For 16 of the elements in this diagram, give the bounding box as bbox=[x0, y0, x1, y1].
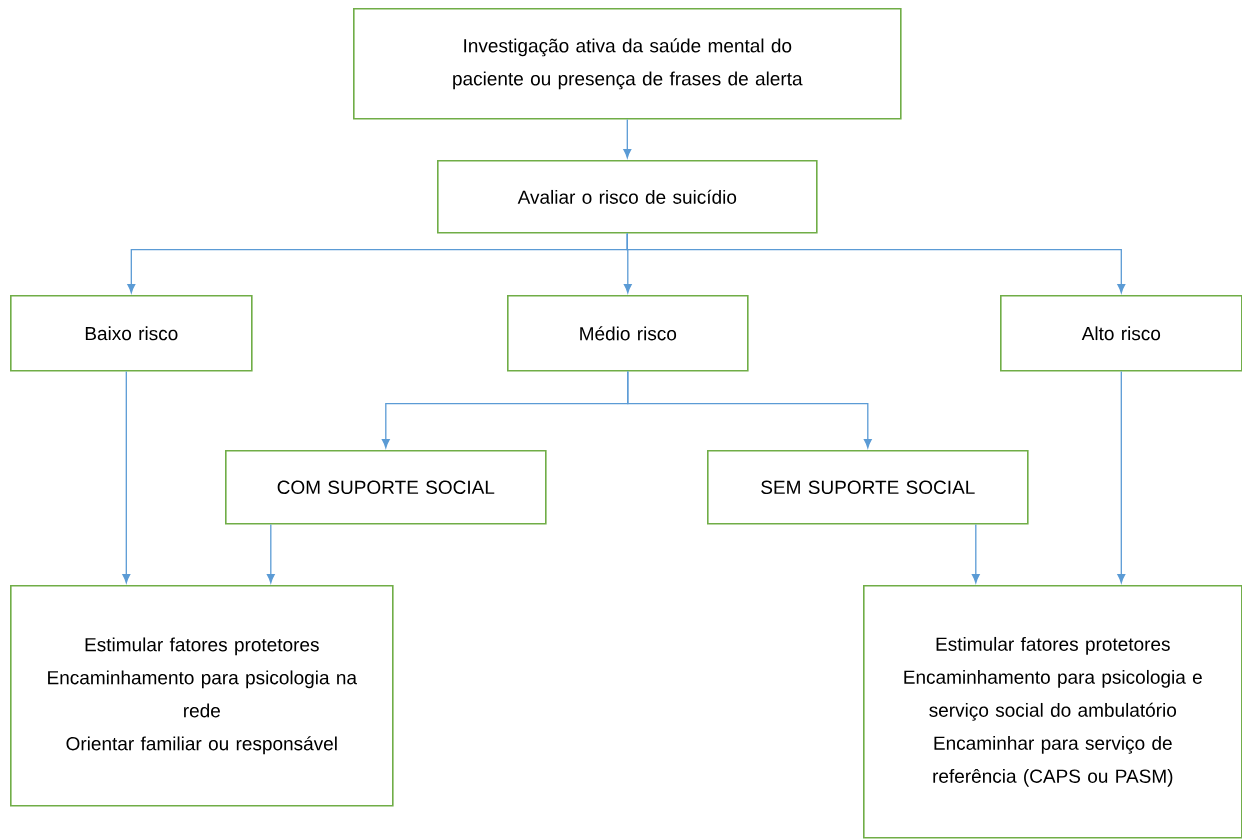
process-box: Estimular fatores protetores Encaminhamento para psicologia na rede Orientar familiar ou responsável bbox=[10, 585, 394, 807]
arrow bbox=[971, 523, 980, 584]
process-box: SEM SUPORTE SOCIAL bbox=[707, 450, 1029, 525]
arrow bbox=[266, 523, 275, 584]
arrow bbox=[1117, 370, 1126, 584]
process-box: COM SUPORTE SOCIAL bbox=[225, 450, 547, 525]
arrow bbox=[122, 370, 131, 584]
process-box: Médio risco bbox=[507, 295, 749, 372]
process-box: Investigação ativa da saúde mental do paciente ou presença de frases de alerta bbox=[353, 8, 902, 120]
arrow bbox=[627, 370, 872, 449]
process-box: Baixo risco bbox=[10, 295, 253, 372]
process-box: Alto risco bbox=[1000, 295, 1242, 372]
arrow bbox=[623, 118, 632, 159]
arrow bbox=[626, 232, 1126, 294]
process-box: Estimular fatores protetores Encaminhamento para psicologia e serviço social do ambulatório Encaminhar para serviço de referência (CAPS ou PASM) bbox=[863, 585, 1242, 839]
process-box: Avaliar o risco de suicídio bbox=[437, 160, 818, 234]
